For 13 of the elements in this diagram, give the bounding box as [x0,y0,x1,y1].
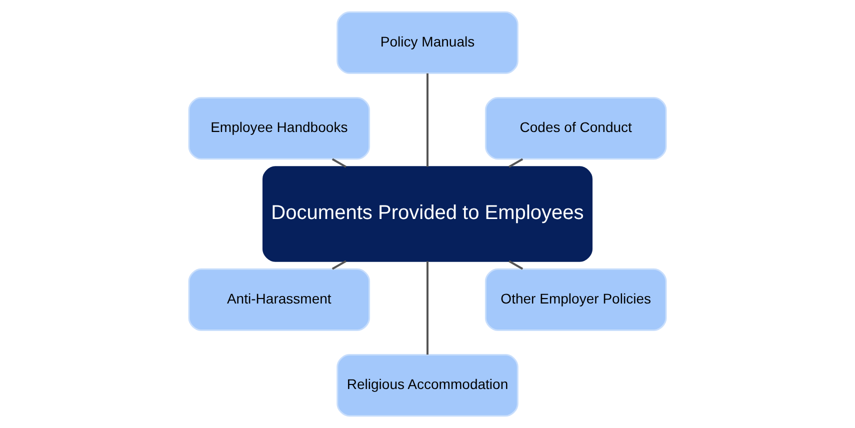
node-box: Employee Handbooks [188,97,370,160]
node-box: Anti-Harassment [188,268,370,331]
node-box: Documents Provided to Employees [262,166,593,262]
connector [332,260,346,270]
node-box: Policy Manuals [336,11,518,74]
connector [508,260,524,270]
connector [426,261,428,355]
connector [508,158,524,168]
connector [426,73,428,167]
node-box: Other Employer Policies [484,268,667,331]
connector [332,158,346,168]
node-box: Religious Accommodation [336,354,518,417]
node-box: Codes of Conduct [484,97,667,160]
